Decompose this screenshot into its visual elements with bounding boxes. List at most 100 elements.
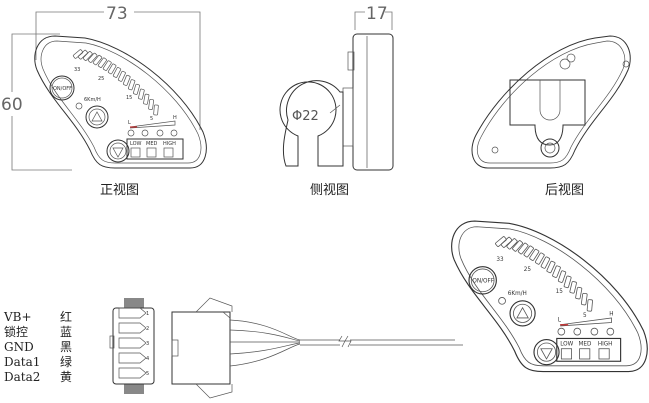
speed-segment: [77, 49, 88, 60]
pin-slot: [118, 352, 147, 364]
speed-segment: [148, 99, 155, 110]
side-view-caption: 侧视图: [310, 183, 349, 198]
pin-wire-color-label: 蓝: [60, 325, 72, 339]
speed-segment: [586, 299, 593, 312]
speed-segment: [102, 60, 112, 71]
power-button[interactable]: [49, 75, 75, 101]
front-view-panel: 33 25 15 5 ON/OFF 6Km/H L H LOW MED HIGH: [34, 35, 207, 169]
speed-segment: [138, 88, 145, 100]
speed-segment: [72, 49, 84, 59]
speed-segment: [112, 67, 122, 78]
mode-button-2[interactable]: [598, 348, 610, 360]
power-button[interactable]: [468, 266, 497, 295]
speed-scale-label: 5: [583, 313, 587, 319]
mode-button-group: [556, 337, 622, 362]
speed-segment: [552, 265, 561, 278]
speed-segment: [557, 270, 567, 283]
up-button[interactable]: [509, 300, 536, 327]
up-arrow-icon: [91, 111, 103, 122]
speed-scale-label: 15: [556, 289, 564, 295]
mode-button-label: MED: [578, 341, 592, 347]
level-indicator-led: [557, 327, 566, 336]
front-panel-outline: [34, 35, 207, 169]
height-dimension-value: 60: [1, 95, 23, 115]
up-button[interactable]: [85, 105, 109, 129]
speed-segment: [128, 79, 136, 91]
down-button[interactable]: [533, 339, 560, 366]
speed-segment: [575, 286, 583, 300]
pin-signal-label: Data2: [4, 370, 40, 384]
mode-button-label: MED: [146, 141, 157, 147]
mode-button-label: LOW: [560, 341, 573, 347]
speed-segment: [534, 252, 545, 265]
speed-scale-label: 33: [74, 67, 80, 73]
pin-wire-color-label: 红: [60, 309, 72, 324]
clamp-diameter-value: Φ22: [292, 109, 319, 124]
speed-segment: [143, 93, 150, 105]
front-view-caption: 正视图: [100, 183, 139, 198]
power-button-label: ON/OFF: [53, 86, 72, 92]
speed-segment: [512, 240, 524, 252]
speed-scale-label: 25: [524, 267, 532, 273]
speed-segment: [107, 63, 117, 75]
mode-button-label: LOW: [130, 141, 142, 147]
speed-segment: [495, 236, 507, 247]
back-view-caption: 后视图: [545, 183, 584, 198]
level-high-label: H: [173, 115, 177, 121]
speed-scale-label: 25: [98, 76, 104, 82]
pin-number: 5: [146, 371, 149, 377]
level-indicator-led: [606, 327, 615, 336]
speed-segment: [517, 242, 529, 255]
pin-number: 3: [146, 341, 149, 347]
pin-wire-color-label: 黑: [60, 340, 72, 354]
connected-panel-inner-outline: [458, 226, 642, 367]
level-low-label: L: [128, 120, 131, 126]
pin-slot: [118, 322, 147, 334]
connected-panel-outline: [451, 220, 648, 373]
speed-segment: [153, 104, 159, 116]
mode-button-label: HIGH: [598, 341, 613, 347]
mode-button-0[interactable]: [130, 147, 141, 158]
speed-segment: [580, 292, 588, 306]
front-panel-inner-outline: [40, 40, 202, 164]
mode-button-group: [126, 138, 184, 160]
speed-segment: [97, 57, 107, 68]
level-indicator-led: [573, 327, 582, 336]
speed-scale-label: 15: [126, 95, 132, 101]
speed-segment: [569, 281, 577, 294]
mode-button-label: HIGH: [163, 141, 176, 147]
speed-segment: [117, 70, 126, 82]
level-high-label: H: [609, 312, 613, 318]
assist-level-wedge: [560, 317, 612, 327]
pin-number: 4: [146, 356, 149, 362]
mode-button-2[interactable]: [163, 147, 174, 158]
speed-scale-label: 5: [150, 116, 153, 122]
speed-segment: [546, 260, 556, 274]
walk-mode-label: 6Km/H: [84, 97, 101, 103]
speed-segment: [500, 236, 513, 248]
depth-dimension-value: 17: [366, 4, 388, 24]
connector-male: [171, 297, 233, 399]
back-view: [471, 35, 631, 169]
mode-button-1[interactable]: [146, 147, 157, 158]
pin-slot: [118, 307, 147, 319]
speed-segment: [563, 275, 572, 289]
down-arrow-icon: [112, 147, 124, 158]
level-indicator-led: [127, 129, 135, 137]
level-indicator-led: [170, 129, 178, 137]
speed-segment: [122, 74, 131, 86]
mode-button-1[interactable]: [579, 348, 591, 360]
pin-wire-color-label: 黄: [60, 370, 72, 384]
width-dimension: 73: [35, 4, 201, 130]
walk-mode-indicator: [75, 102, 83, 110]
speed-segment: [506, 238, 518, 250]
speed-segment: [133, 83, 140, 95]
pin-wire-color-label: 绿: [60, 354, 72, 369]
speed-scale-label: 33: [496, 257, 504, 263]
mode-button-0[interactable]: [560, 348, 572, 360]
pin-signal-label: GND: [4, 340, 34, 354]
pin-number: 1: [146, 311, 149, 317]
down-button[interactable]: [106, 139, 130, 163]
